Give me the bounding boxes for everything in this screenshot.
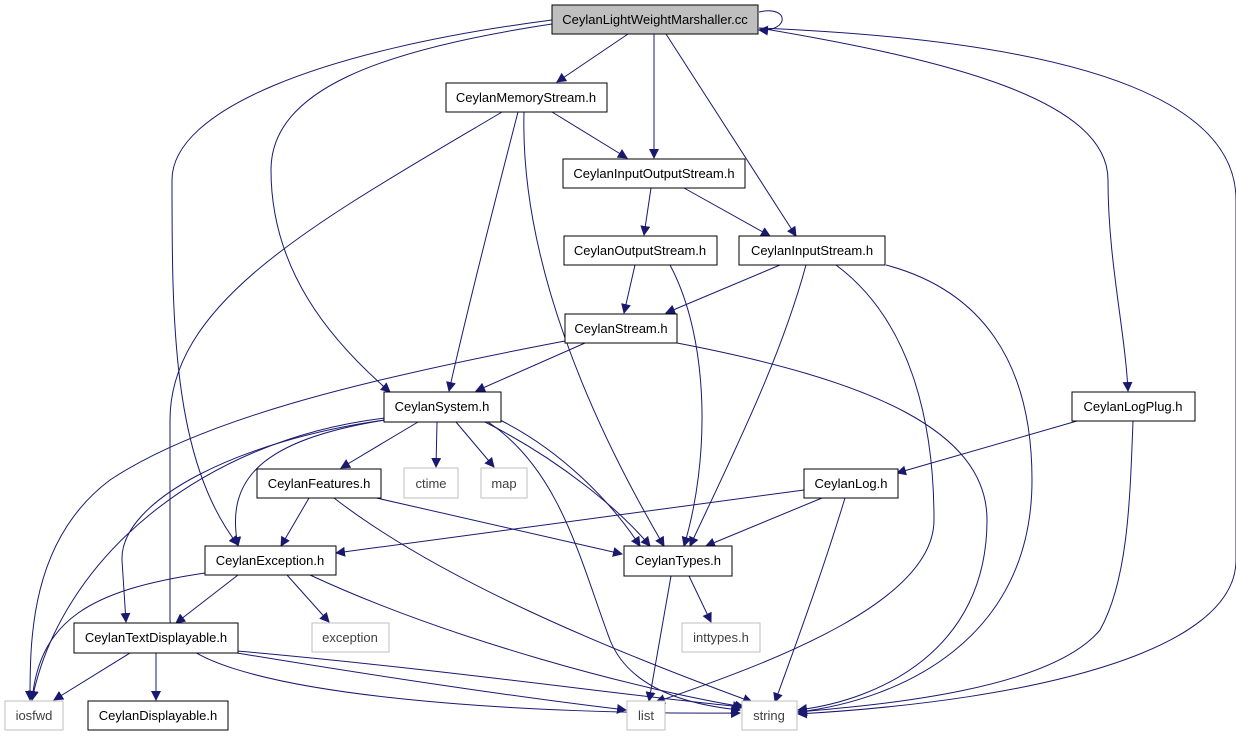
edge-exception-exception xyxy=(286,574,330,623)
edge-root-memstream xyxy=(556,33,629,83)
node-string[interactable]: string xyxy=(741,700,798,731)
node-list[interactable]: list xyxy=(626,700,666,731)
edge-system-features xyxy=(340,421,419,469)
node-exception-label: exception xyxy=(322,630,378,645)
edge-log-exception xyxy=(335,489,805,557)
edge-types-inttypes xyxy=(688,575,712,623)
edge-textdisp-string xyxy=(236,650,743,712)
node-string-label: string xyxy=(753,708,785,723)
node-logplug-label: CeylanLogPlug.h xyxy=(1083,399,1182,414)
edge-system-types-2 xyxy=(499,419,641,547)
edge-memstream-iostream xyxy=(551,111,628,159)
edge-stream-system xyxy=(475,342,586,392)
edge-system-string xyxy=(487,421,741,715)
node-list-label: list xyxy=(638,708,654,723)
edge-root-string xyxy=(758,27,1236,719)
node-stream-label: CeylanStream.h xyxy=(574,321,667,336)
edge-system-textdisp xyxy=(120,419,386,623)
node-system-label: CeylanSystem.h xyxy=(395,399,490,414)
node-log-label: CeylanLog.h xyxy=(815,476,888,491)
node-instream[interactable]: CeylanInputStream.h xyxy=(738,235,886,266)
nodes: CeylanLightWeightMarshaller.cc CeylanMem… xyxy=(4,4,1196,731)
node-ctime[interactable]: ctime xyxy=(403,467,459,499)
node-outstream[interactable]: CeylanOutputStream.h xyxy=(563,235,718,266)
node-inttypes[interactable]: inttypes.h xyxy=(681,622,761,653)
edge-features-exception xyxy=(280,497,310,547)
node-outstream-label: CeylanOutputStream.h xyxy=(574,243,706,258)
edge-iostream-outstream xyxy=(640,187,652,236)
edge-root-logplug xyxy=(758,27,1133,392)
node-exception-h[interactable]: CeylanException.h xyxy=(204,545,337,576)
node-map-label: map xyxy=(491,476,516,491)
edge-logplug-string xyxy=(797,420,1134,717)
edge-system-exception xyxy=(231,419,386,547)
edge-instream-stream xyxy=(665,264,781,315)
edge-system-ctime xyxy=(431,421,442,468)
edge-textdisp-list xyxy=(236,652,627,714)
edge-root-self xyxy=(758,10,783,36)
node-features-label: CeylanFeatures.h xyxy=(268,476,371,491)
edge-exception-iosfwd xyxy=(27,572,206,701)
edge-outstream-stream xyxy=(621,264,636,314)
edge-textdisp-iosfwd xyxy=(53,652,131,701)
edge-types-list xyxy=(645,575,672,702)
edges xyxy=(25,10,1236,719)
node-system[interactable]: CeylanSystem.h xyxy=(383,391,502,423)
node-memstream[interactable]: CeylanMemoryStream.h xyxy=(445,82,608,113)
node-exception[interactable]: exception xyxy=(311,622,390,653)
edge-iostream-instream xyxy=(683,187,771,237)
edge-exception-textdisp xyxy=(175,574,239,624)
node-root-label: CeylanLightWeightMarshaller.cc xyxy=(562,12,748,27)
node-displayable-label: CeylanDisplayable.h xyxy=(99,708,218,723)
node-features[interactable]: CeylanFeatures.h xyxy=(256,468,382,499)
node-logplug[interactable]: CeylanLogPlug.h xyxy=(1071,391,1196,422)
node-inttypes-label: inttypes.h xyxy=(693,630,749,645)
node-iostream[interactable]: CeylanInputOutputStream.h xyxy=(562,158,746,189)
node-types[interactable]: CeylanTypes.h xyxy=(623,545,733,577)
node-iosfwd[interactable]: iosfwd xyxy=(4,700,64,731)
edge-logplug-log xyxy=(896,420,1078,476)
edge-stream-string xyxy=(676,342,988,714)
node-log[interactable]: CeylanLog.h xyxy=(803,468,899,499)
edge-system-iosfwd xyxy=(28,417,386,701)
edge-log-types xyxy=(705,497,823,548)
node-textdisp[interactable]: CeylanTextDisplayable.h xyxy=(73,622,239,654)
edge-instream-types xyxy=(689,264,807,547)
node-ctime-label: ctime xyxy=(415,476,446,491)
node-map[interactable]: map xyxy=(480,467,528,499)
node-instream-label: CeylanInputStream.h xyxy=(751,243,873,258)
edge-root-exception xyxy=(171,19,553,546)
edge-features-types xyxy=(371,496,623,557)
edge-root-instream xyxy=(665,33,797,237)
edge-system-types xyxy=(484,421,651,547)
node-displayable[interactable]: CeylanDisplayable.h xyxy=(87,700,229,731)
node-textdisp-label: CeylanTextDisplayable.h xyxy=(85,630,227,645)
edge-exception-string xyxy=(309,574,745,711)
node-iosfwd-label: iosfwd xyxy=(16,708,53,723)
node-stream[interactable]: CeylanStream.h xyxy=(564,313,678,344)
edge-log-string xyxy=(773,497,846,703)
edge-outstream-types xyxy=(669,264,703,547)
node-memstream-label: CeylanMemoryStream.h xyxy=(456,90,596,105)
edge-instream-string xyxy=(797,264,1033,716)
edge-instream-list xyxy=(655,264,935,704)
edge-system-map xyxy=(455,421,495,468)
edge-memstream-string xyxy=(169,111,741,719)
edge-root-system xyxy=(270,23,553,393)
node-root[interactable]: CeylanLightWeightMarshaller.cc xyxy=(551,4,759,35)
edge-features-string xyxy=(333,497,753,704)
edge-stream-iosfwd xyxy=(25,340,566,701)
node-iostream-label: CeylanInputOutputStream.h xyxy=(573,166,734,181)
node-types-label: CeylanTypes.h xyxy=(635,553,721,568)
node-exception-h-label: CeylanException.h xyxy=(216,553,324,568)
edge-memstream-system xyxy=(446,111,519,392)
